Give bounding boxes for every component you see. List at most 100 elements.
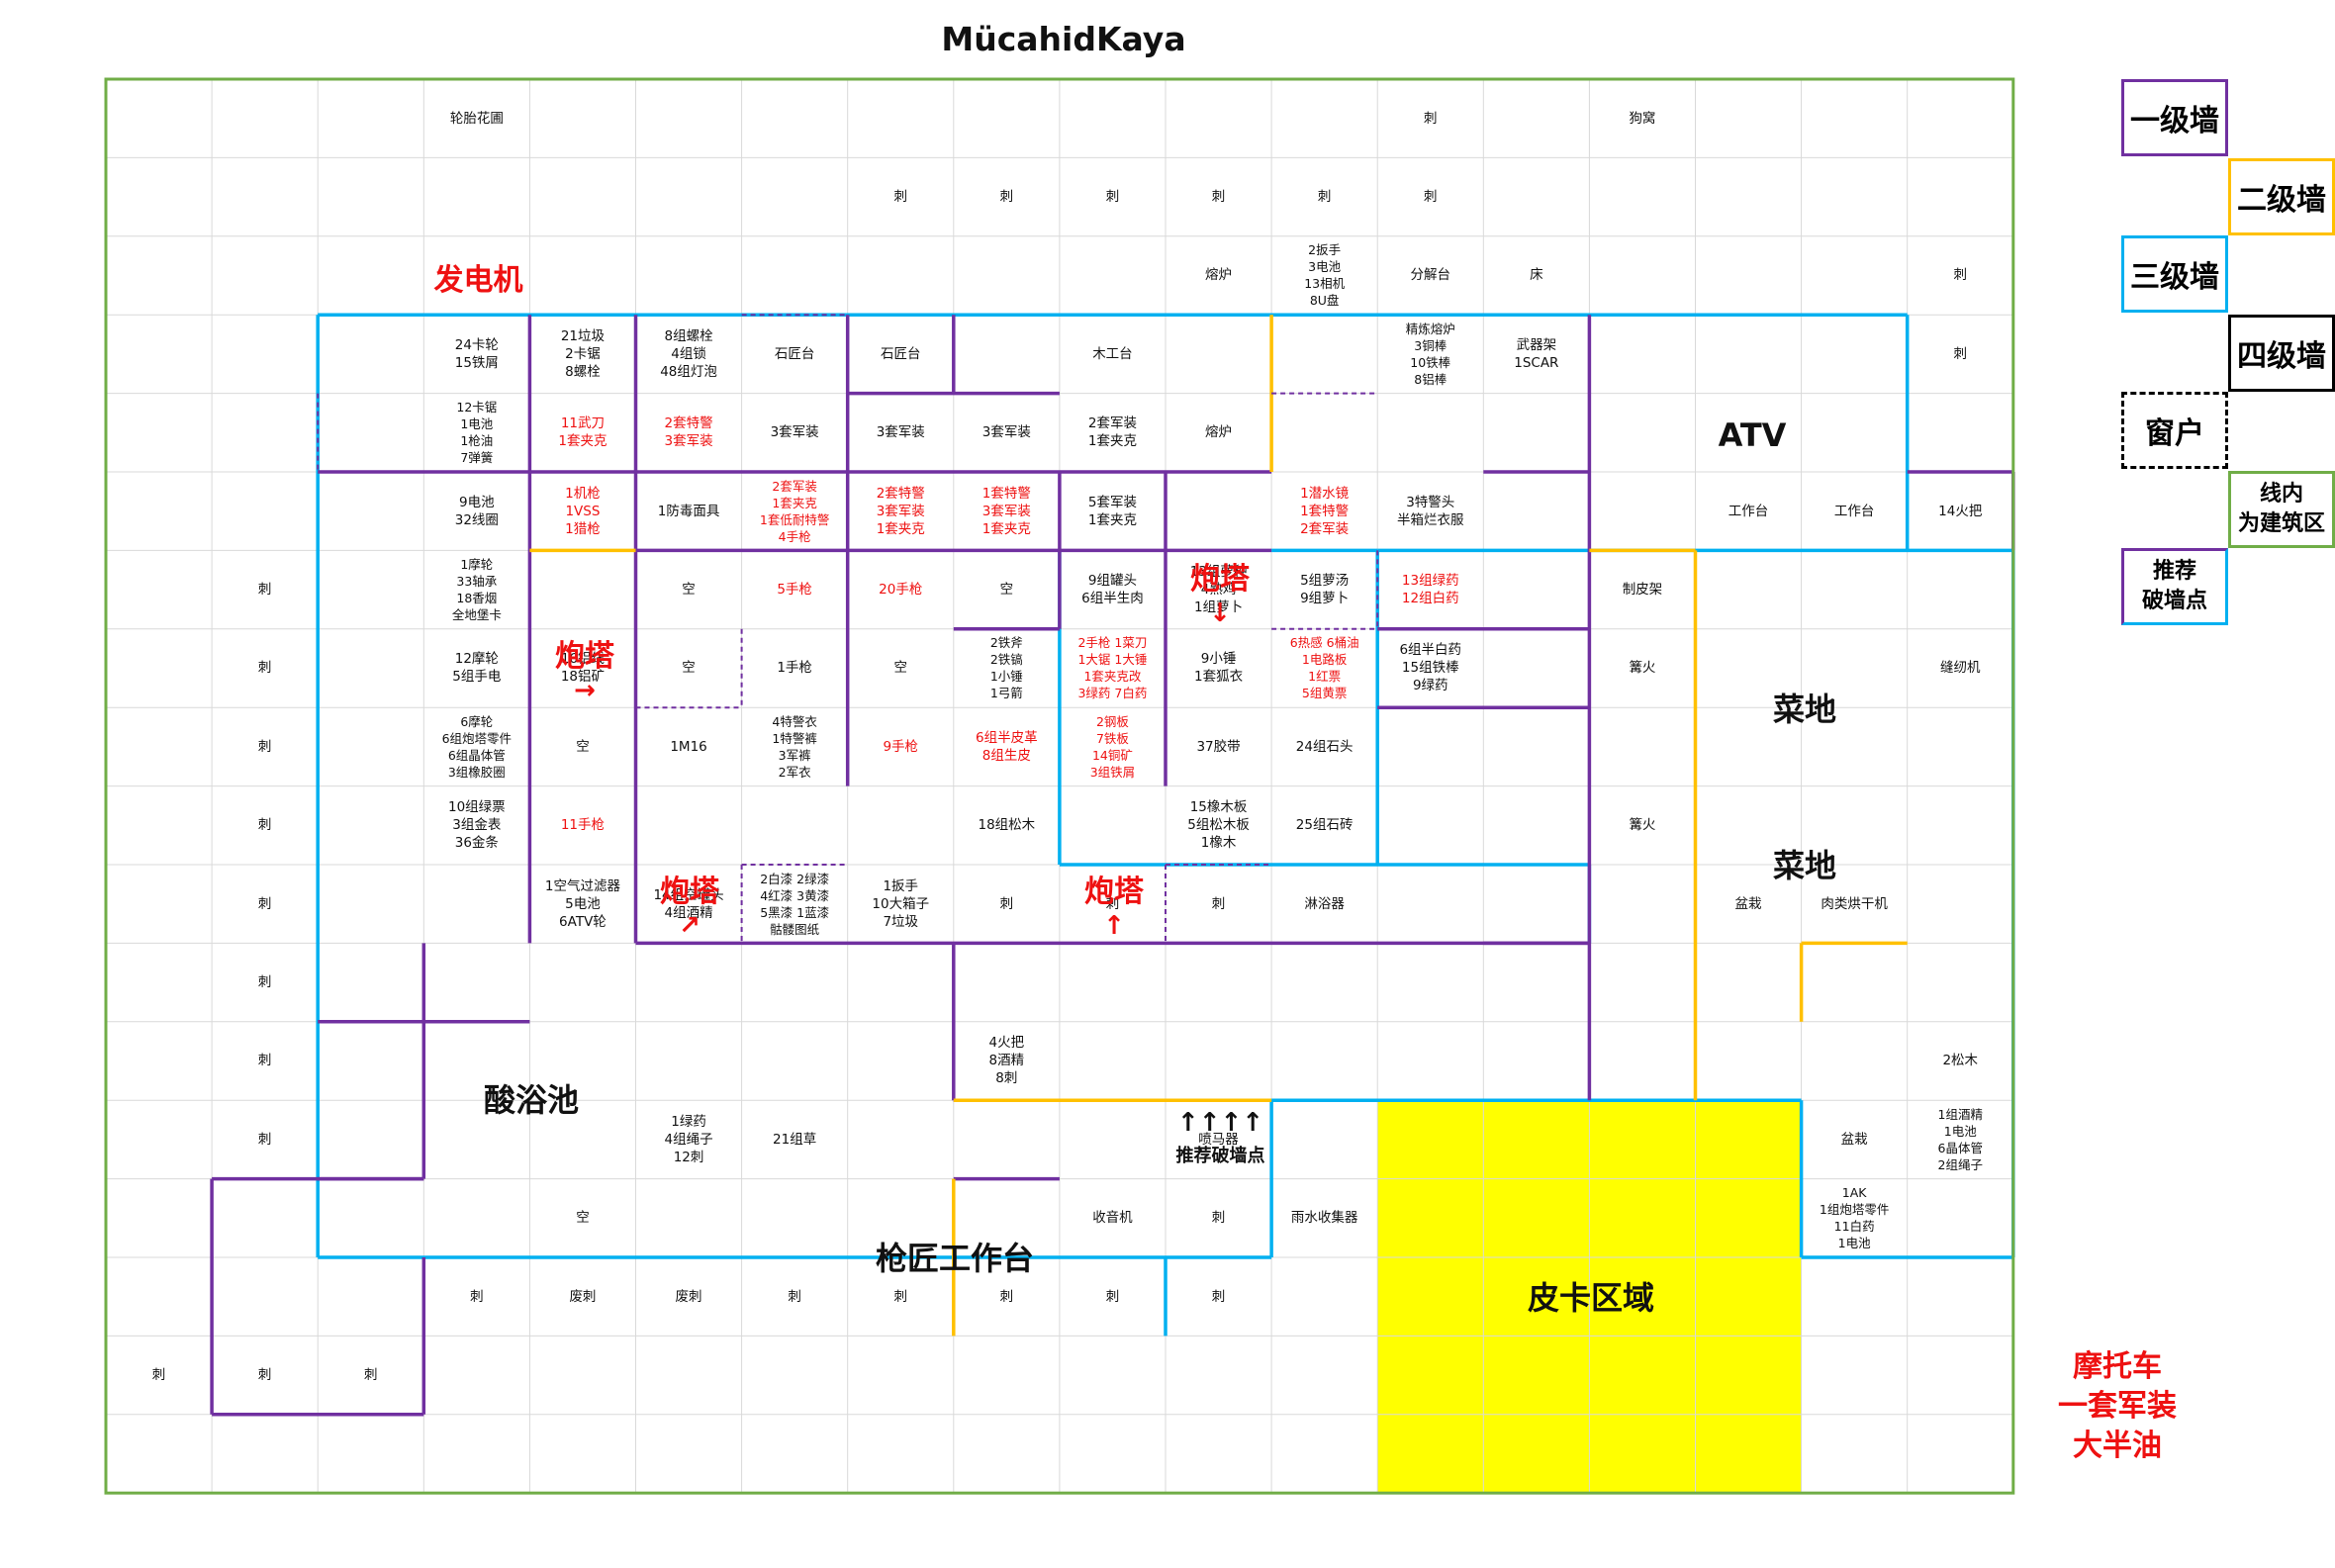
grid-cell-text: 刺 [257,1131,272,1148]
grid-cell-text: 刺 [257,1053,272,1069]
grid-cell-text: 石匠台 [880,345,921,362]
grid-cell-text: 刺 [257,1367,272,1384]
grid-cell-text: 收音机 [1092,1210,1133,1227]
grid-cell-text: 篝火 [1629,660,1656,677]
grid-cell-text: 轮胎花圃 [449,110,504,127]
grid-cell-text: 刺 [999,895,1014,912]
grid-cell-text: 1AK 1组炮塔零件 11白药 1电池 [1819,1185,1890,1251]
grid-cell-text: 1潜水镜 1套特警 2套军装 [1300,485,1350,537]
grid-cell-text: 工作台 [1728,503,1769,519]
grid-cell-text: 3套军装 [876,424,925,441]
turret-arrow: ↑ [1103,911,1125,941]
legend-wall1: 一级墙 [2121,79,2228,156]
grid-cell-text: 3特警头 半箱烂衣服 [1396,494,1464,528]
grid-cell-text: 10组绿票 3组金表 36金条 [448,799,506,852]
turret-text: 炮塔 [660,875,719,909]
grid-cell-text: 空 [576,738,590,755]
grid-cell-text: 盆栽 [1840,1131,1868,1148]
grid-cell-text: 刺 [470,1288,484,1305]
grid-cell-text: 熔炉 [1205,267,1233,284]
grid-cell-text: 空 [682,582,696,599]
grid-cell-text: 石匠台 [774,345,815,362]
grid-cell-text: 刺 [999,189,1014,206]
grid-cell-text: 刺 [1211,1210,1226,1227]
atv-label: ATV [1718,416,1787,454]
gunsmith-label: 枪匠工作台 [875,1240,1034,1277]
grid-cell-text: 缝纫机 [1939,660,1981,677]
grid-cell-text: 淋浴器 [1304,895,1345,912]
grid-cell-text: 制皮架 [1622,582,1663,599]
breach-arrows: ↑↑↑↑ [1176,1108,1264,1138]
grid-cell-text: 刺 [1953,267,1967,284]
garden-label-2: 菜地 [1772,847,1836,884]
grid-cell-text: 刺 [257,738,272,755]
grid-cell-text: 4火把 8酒精 8刺 [988,1035,1025,1087]
grid-cell-text: 1套特警 3套军装 1套夹克 [981,485,1031,537]
grid-cell-text: 16铝线 18铝矿 [560,651,606,686]
grid-cell-text: 21垃圾 2卡锯 8螺栓 [560,327,606,380]
turret-label: 炮塔 ↓ [1168,546,1272,645]
grid-cell-text: 9组罐头 6组半生肉 [1081,573,1144,607]
grid-cell-text: 14火把 [1938,503,1983,519]
grid-cell-text: 11武刀 1套夹克 [558,415,607,450]
grid-cell-text: 2套军装 1套夹克 [1087,415,1137,450]
grid-cell-text: 刺 [1105,1288,1120,1305]
grid-cell-text: 空 [682,660,696,677]
grid-cell-text: 雨水收集器 [1290,1210,1358,1227]
grid-cell-text: 精炼熔炉 3铜棒 10铁棒 8铝棒 [1405,321,1455,387]
grid-cell-text: 2扳手 3电池 13相机 8U盘 [1304,242,1346,309]
grid-cell-text: 1摩轮 33轴承 18香烟 全地堡卡 [451,557,502,623]
turret-arrow: → [574,676,596,705]
grid-cell-text: 刺 [257,582,272,599]
grid-cell-text: 9电池 32线圈 [454,494,499,528]
page-title: MücahidKaya [941,20,1186,58]
grid-cell-text: 床 [1530,267,1543,284]
grid-cell-text: 11手枪 [560,817,606,834]
grid-cell-text: 刺 [363,1367,378,1384]
legend-build-zone: 线内 为建筑区 [2228,471,2335,548]
grid-cell-text: 37胶带 [1196,738,1241,755]
grid-cell-text: 6摩轮 6组炮塔零件 6组晶体管 3组橡胶圈 [441,713,513,780]
grid-cell-text: 9手枪 [883,738,919,755]
legend-window: 窗户 [2121,392,2228,469]
grid-cell-text: 刺 [257,895,272,912]
grid-cell-text: 5套军装 1套夹克 [1087,494,1137,528]
generator-label: 发电机 [433,263,523,298]
turret-text: 炮塔 [1084,875,1144,909]
grid-cell-text: 刺 [788,1288,801,1305]
breach-point-label: 推荐破墙点 [1175,1146,1265,1166]
grid-cell-text: 刺 [1317,189,1332,206]
grid-cell-text: 18组松木 [978,817,1036,834]
grid-cell-text: 空 [893,660,907,677]
grid-cell-text: 刺 [1105,895,1120,912]
grid-cell-text: 12卡锯 1电池 1枪油 7弹簧 [456,400,498,466]
grid-cell-text: 2手枪 1菜刀 1大锯 1大锤 1套夹克改 3绿药 7白药 [1077,635,1148,701]
grid-cell-text: 刺 [257,817,272,834]
turret-text: 炮塔 [555,639,614,674]
grid-cell-text: 4特警衣 1特警裤 3军裤 2军衣 [772,713,817,780]
grid-cell-text: 21组草 [773,1131,817,1148]
build-zone-border [104,77,2015,1495]
grid-cell-text: 6热感 6桶油 1电路板 1红票 5组黄票 [1289,635,1359,701]
grid-cell-text: 2铁斧 2铁镐 1小锤 1弓箭 [989,635,1023,701]
grid-cell-text: 2套特警 3套军装 1套夹克 [876,485,925,537]
grid-cell-text: 狗窝 [1629,110,1656,127]
garden-label-1: 菜地 [1772,691,1836,728]
grid-cell-text: 6组半白药 15组铁棒 9绿药 [1399,642,1462,694]
grid-cell-text: 刺 [151,1367,166,1384]
grid-cell-text: 刺 [1211,1288,1226,1305]
grid-cell-text: 13组萝种 4熟鸡 1组萝卜 [1189,564,1248,616]
grid-cell-text: 1组酒精 1电池 6晶体管 2组绳子 [1937,1106,1983,1172]
grid-cell-text: 14组空罐头 4组酒精 [653,886,724,921]
grid-cell-text: 武器架 1SCAR [1514,336,1559,371]
pickup-area-label: 皮卡区域 [1527,1279,1654,1317]
grid-cell-text: 刺 [893,1288,907,1305]
grid-cell-text: 20手枪 [879,582,923,599]
turret-label: 炮塔 ↗ [637,859,742,958]
motorcycle-note: 摩托车 一套军装 大半油 [2058,1349,2177,1463]
turret-arrow: ↓ [1209,599,1231,628]
grid-cell-text: 13组绿药 12组白药 [1401,573,1459,607]
grid-cell-text: 刺 [1423,189,1438,206]
grid-cell-text: 废刺 [569,1288,597,1305]
grid-cell-text: 刺 [257,660,272,677]
